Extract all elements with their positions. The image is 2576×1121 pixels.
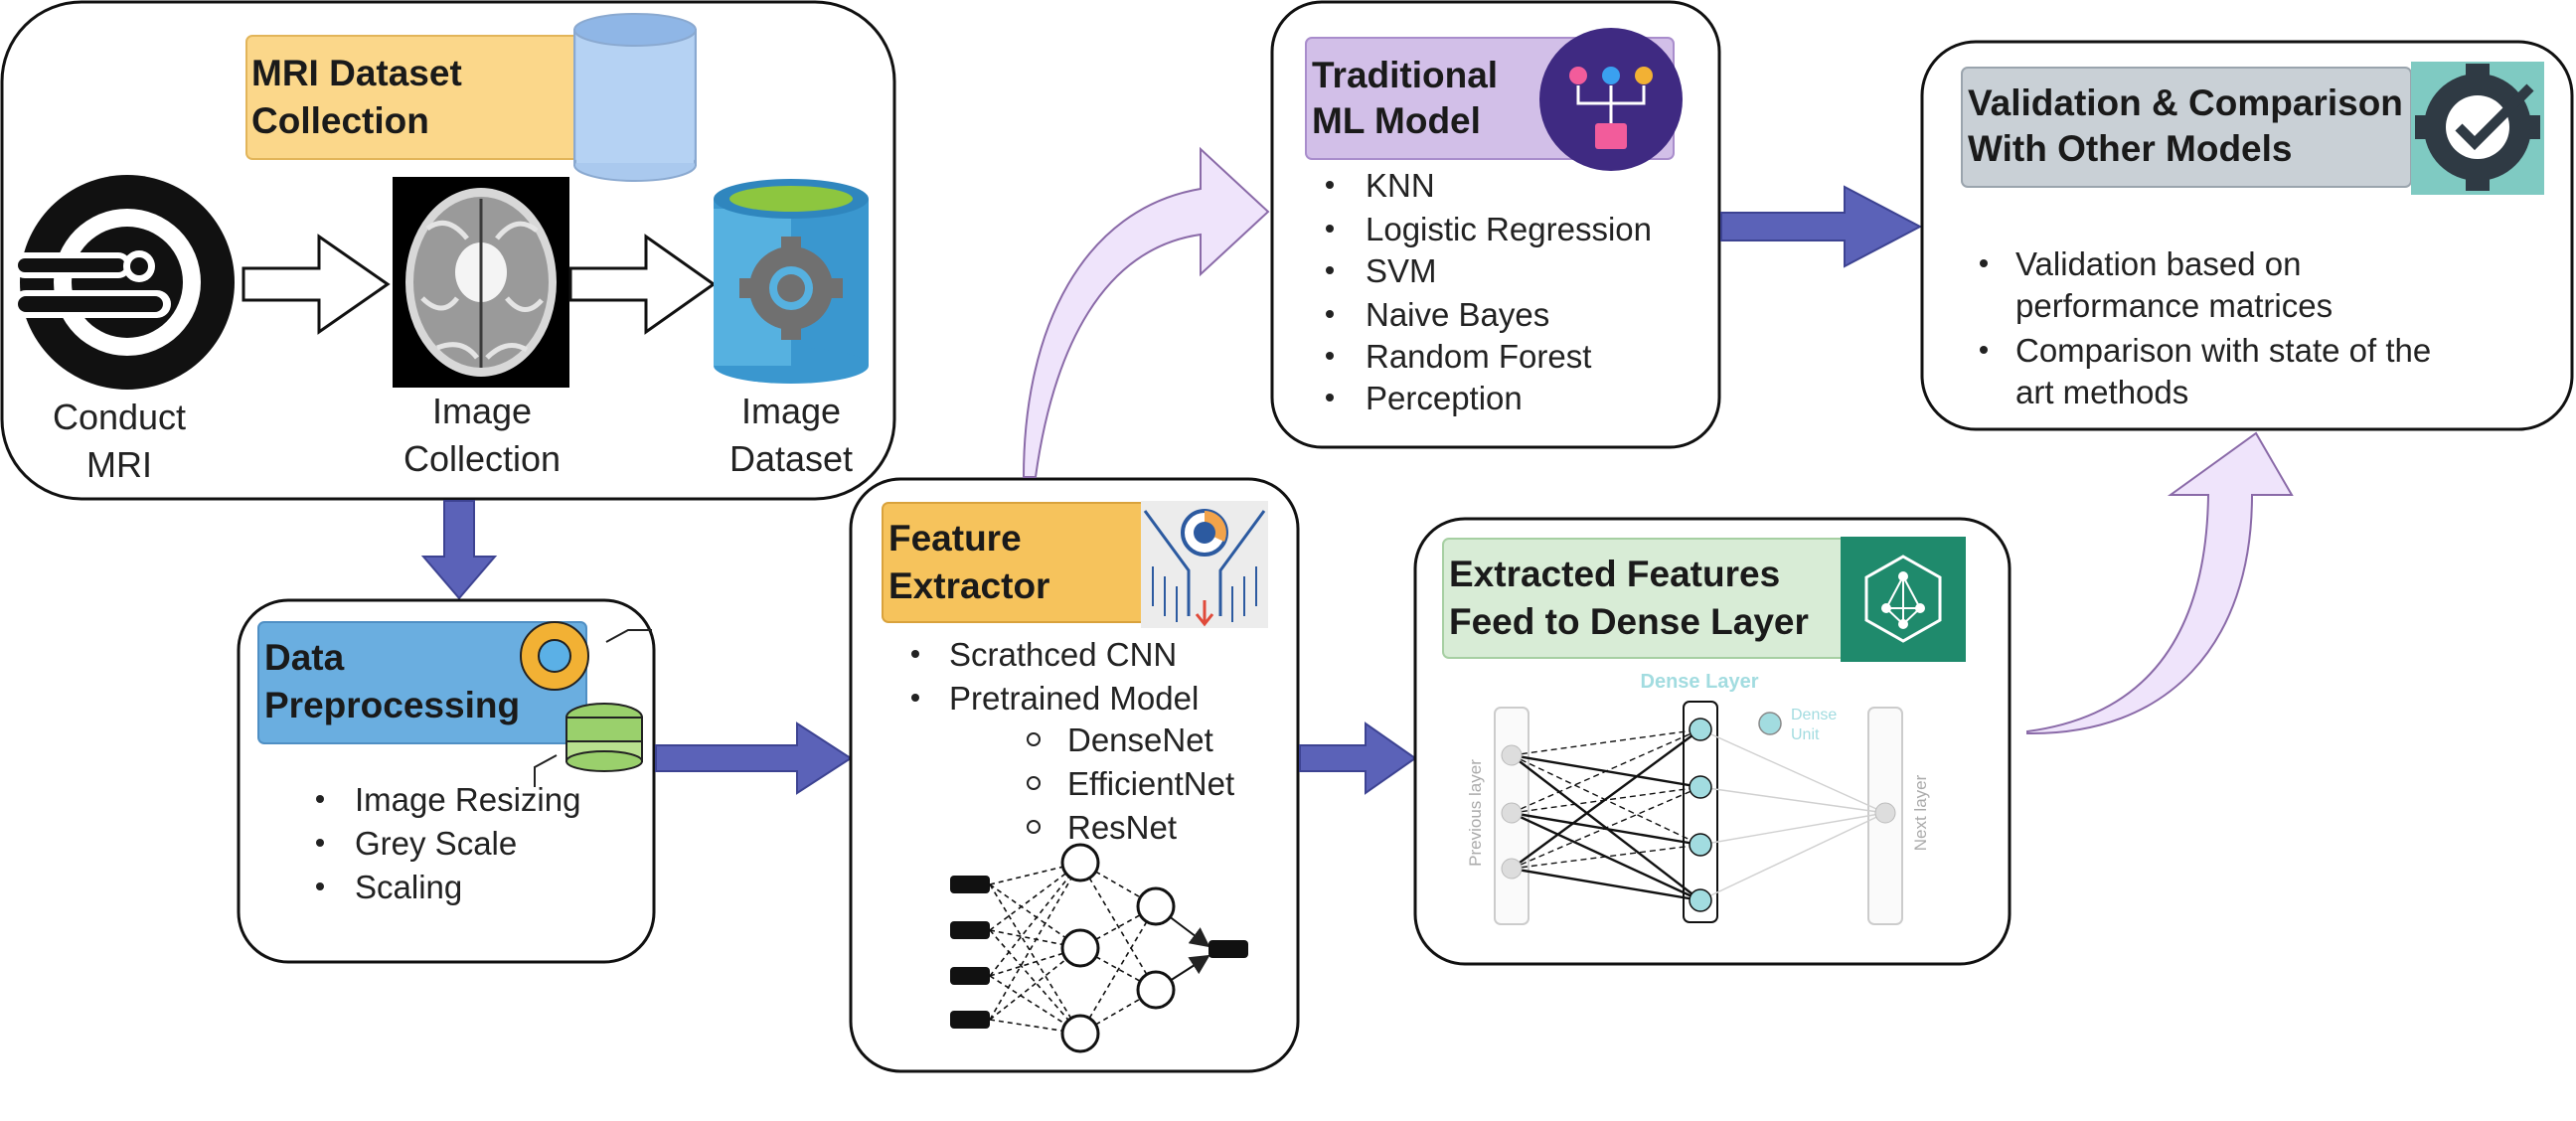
dense-unit-line1: Dense [1791,707,1837,723]
image-collection-line2: Collection [403,438,561,479]
arrow-feature-to-dense [1299,721,1417,795]
ml-item-1: KNN [1366,167,1435,204]
preprocessing-item-3: Scaling [355,869,462,905]
feature-sub-item-3: ResNet [1067,809,1177,846]
arrow-ml-to-validation [1720,185,1923,268]
previous-layer-label: Previous layer [1466,759,1485,867]
feature-title-line2: Extractor [888,565,1049,606]
validation-title-line1: Validation & Comparison [1968,82,2403,123]
curved-arrow-feature-to-ml [1022,146,1270,478]
feature-item-1: Scrathced CNN [949,636,1177,673]
image-dataset-line1: Image [741,391,841,431]
preprocessing-box: Data Preprocessing Image Resizing Grey S… [237,598,656,964]
curved-arrow-dense-to-validation [2026,431,2294,735]
feature-item-2: Pretrained Model [949,680,1199,717]
validation-item-2-line2: art methods [2015,374,2188,410]
conduct-mri-line2: MRI [86,444,152,485]
feature-sub-item-2: EfficientNet [1067,765,1234,802]
ml-item-5: Random Forest [1366,338,1591,375]
ml-item-3: SVM [1366,252,1437,289]
hollow-arrow-2 [568,234,717,335]
validation-item-1-line1: Validation based on [2015,245,2301,282]
feature-extractor-box: Feature Extractor Scrathced CNN Pretrain… [849,477,1300,1073]
next-layer-label: Next layer [1911,774,1930,851]
validation-item-1-line2: performance matrices [2015,287,2333,324]
validation-item-2-line1: Comparison with state of the [2015,332,2431,369]
preprocessing-item-1: Image Resizing [355,781,580,818]
validation-title-line2: With Other Models [1968,128,2293,169]
mri-title-line1: MRI Dataset [251,53,462,93]
checkmark-gear-icon [2411,62,2544,195]
ml-model-box: Traditional ML Model KNN Logistic Regres… [1270,0,1721,449]
dense-layer-label: Dense Layer [1641,671,1759,693]
feature-sub-item-1: DenseNet [1067,721,1213,758]
ml-title-line2: ML Model [1312,100,1481,141]
image-dataset-line2: Dataset [729,438,853,479]
feature-title-line1: Feature [888,518,1022,559]
hollow-arrow-1 [242,234,391,335]
brain-scan-image [393,177,569,388]
conduct-mri-line1: Conduct [53,397,186,437]
preprocessing-item-2: Grey Scale [355,825,517,862]
gear-database-icon [520,621,652,787]
arrow-mri-to-preprocessing [420,500,498,600]
mri-title-line2: Collection [251,100,429,141]
preprocessing-title-line2: Preprocessing [264,685,520,725]
mri-dataset-box: MRI Dataset Collection Conduct MRI [0,0,896,501]
dense-unit-line2: Unit [1791,726,1820,743]
ml-item-2: Logistic Regression [1366,211,1652,247]
dense-network-diagram: Dense Unit Previous layer Next layer [1466,701,1930,925]
preprocessing-title-line1: Data [264,637,345,678]
image-collection-line1: Image [432,391,532,431]
ml-item-6: Perception [1366,380,1523,416]
validation-box: Validation & Comparison With Other Model… [1920,40,2574,431]
hierarchy-icon [1539,28,1683,171]
dense-title-line2: Feed to Dense Layer [1449,601,1809,642]
dense-layer-box: Extracted Features Feed to Dense Layer D… [1413,517,2012,966]
dense-title-line1: Extracted Features [1449,554,1780,594]
database-cylinder-icon [573,13,697,182]
arrow-preprocessing-to-feature [655,721,853,795]
ml-item-4: Naive Bayes [1366,296,1549,333]
cnn-network-diagram [950,843,1248,1053]
neural-network-icon [1841,537,1966,662]
dataset-gear-icon [714,179,869,384]
preprocessing-title-background [257,621,587,744]
ml-title-line1: Traditional [1312,55,1498,95]
funnel-chart-icon [1141,501,1268,628]
mri-scanner-icon [12,175,235,390]
